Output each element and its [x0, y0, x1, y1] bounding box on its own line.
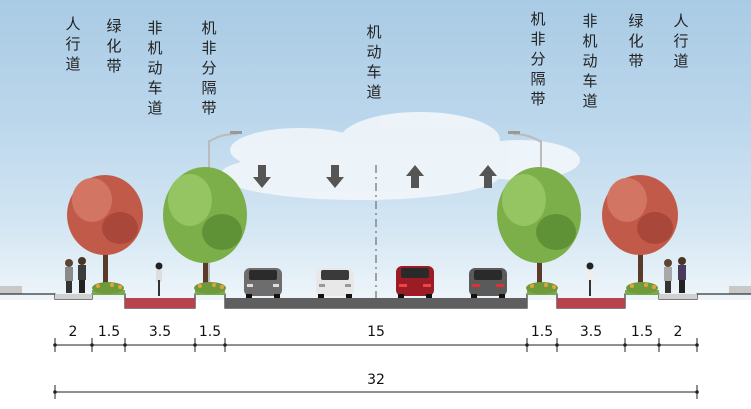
tree-green-left: [163, 167, 247, 290]
sidewalk-left: [55, 294, 92, 299]
cyclist-left: [155, 262, 163, 296]
width-value: 15: [367, 324, 385, 340]
width-value: 1.5: [97, 324, 121, 340]
total-width-value: 32: [367, 372, 385, 388]
width-value: 2: [673, 324, 683, 340]
arrow-up-icon: [479, 165, 497, 188]
cyclist-right: [586, 262, 594, 296]
arrow-down-icon: [326, 165, 344, 188]
width-value: 1.5: [530, 324, 554, 340]
label-separator-right: 机非分隔带: [530, 10, 546, 108]
bike-lane-right: [557, 298, 625, 308]
lamp-head-right: [508, 131, 520, 134]
width-value: 3.5: [579, 324, 603, 340]
lamp-arm-right: [512, 133, 542, 143]
tree-red-right: [602, 175, 678, 290]
dimension-ticks: [53, 343, 699, 347]
car-grey-left: [244, 268, 282, 298]
label-sidewalk-left: 人行道: [65, 15, 81, 73]
total-dimension-ticks: [53, 390, 699, 394]
arrow-down-icon: [253, 165, 271, 188]
pedestrians-right: [664, 257, 686, 293]
label-bike-right: 非机动车道: [582, 12, 598, 110]
outer-curb-right: [729, 286, 751, 294]
car-red: [396, 266, 434, 298]
tree-green-right: [497, 167, 581, 290]
label-separator-left: 机非分隔带: [201, 19, 217, 117]
tree-red-left: [67, 175, 143, 290]
pedestrians-left: [65, 257, 86, 293]
label-green-left: 绿化带: [106, 17, 122, 75]
label-green-right: 绿化带: [628, 12, 644, 70]
width-value: 1.5: [630, 324, 654, 340]
sidewalk-right: [659, 294, 697, 299]
outer-curb-left: [0, 286, 22, 294]
flowers: [96, 283, 656, 289]
car-white: [316, 268, 354, 298]
label-bike-left: 非机动车道: [147, 19, 163, 117]
width-value: 1.5: [198, 324, 222, 340]
label-sidewalk-right: 人行道: [673, 12, 689, 70]
arrow-up-icon: [406, 165, 424, 188]
direction-arrows: [253, 165, 497, 188]
lamp-head-left: [230, 131, 242, 134]
lamp-arm-left: [208, 133, 238, 143]
car-dark-right: [469, 268, 507, 298]
width-value: 2: [68, 324, 78, 340]
ground: [0, 300, 751, 409]
motor-road: [225, 298, 527, 308]
clouds: [220, 112, 580, 200]
bike-lane-left: [125, 298, 195, 308]
label-motor-lane: 机动车道: [366, 23, 382, 101]
width-value: 3.5: [148, 324, 172, 340]
shrubs: [92, 282, 658, 294]
